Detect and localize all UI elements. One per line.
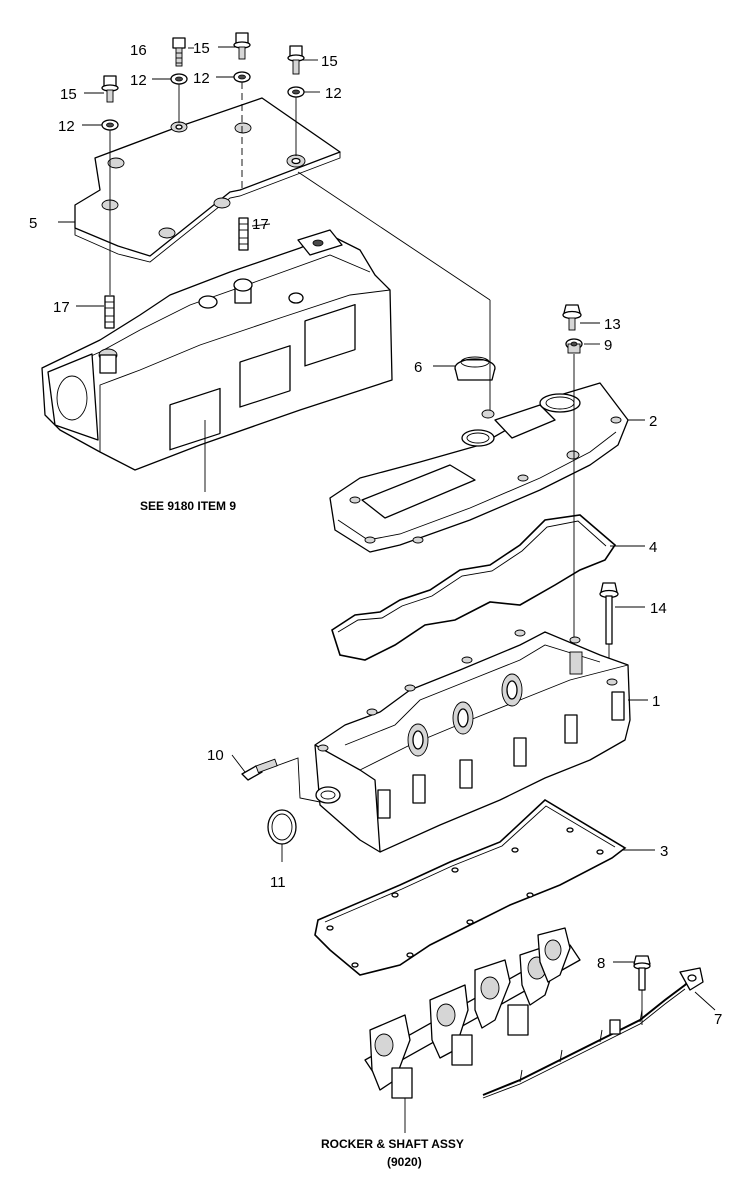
callouts: 1 2 3 4 5 6 7 8 9 10 11 12 12 12 12 13 1…	[29, 40, 722, 1028]
exhaust-manifold	[41, 229, 393, 492]
callout-9: 9	[604, 337, 612, 354]
leader-lines	[58, 46, 716, 1011]
callout-4: 4	[649, 539, 657, 556]
heat-shield-plate	[74, 97, 341, 263]
callout-5: 5	[29, 215, 37, 232]
valve-cover	[329, 382, 629, 553]
callout-16: 16	[130, 42, 147, 59]
wiring-harness	[482, 955, 704, 1099]
callout-15-c: 15	[60, 86, 77, 103]
callout-2: 2	[649, 413, 657, 430]
callout-12-d: 12	[58, 118, 75, 135]
callout-12-b: 12	[193, 70, 210, 87]
rocker-assembly-label: ROCKER & SHAFT ASSY	[321, 1137, 464, 1151]
callout-15-b: 15	[321, 53, 338, 70]
oil-filler-cap	[454, 356, 496, 381]
callout-8: 8	[597, 955, 605, 972]
rocker-shaft-assembly	[364, 927, 581, 1133]
callout-7: 7	[714, 1011, 722, 1028]
callout-14: 14	[650, 600, 667, 617]
rocker-housing	[314, 629, 631, 853]
callout-17-b: 17	[53, 299, 70, 316]
callout-17-a: 17	[252, 216, 269, 233]
callout-11: 11	[270, 874, 286, 891]
callout-13: 13	[604, 316, 621, 333]
shield-fasteners	[101, 32, 305, 329]
callout-15-a: 15	[193, 40, 210, 57]
callout-6: 6	[414, 359, 422, 376]
callout-10: 10	[207, 747, 224, 764]
callout-3: 3	[660, 843, 668, 860]
see-reference-note: SEE 9180 ITEM 9	[140, 499, 236, 513]
cover-bolt-and-seal	[562, 304, 583, 660]
long-bolt	[599, 582, 619, 675]
rocker-assembly-ref: (9020)	[387, 1155, 422, 1169]
callout-12-c: 12	[325, 85, 342, 102]
valve-cover-gasket	[331, 514, 617, 661]
small-bolt-and-oring	[241, 757, 321, 845]
callout-12-a: 12	[130, 72, 147, 89]
callout-1: 1	[652, 693, 660, 710]
lower-gasket	[314, 799, 627, 976]
